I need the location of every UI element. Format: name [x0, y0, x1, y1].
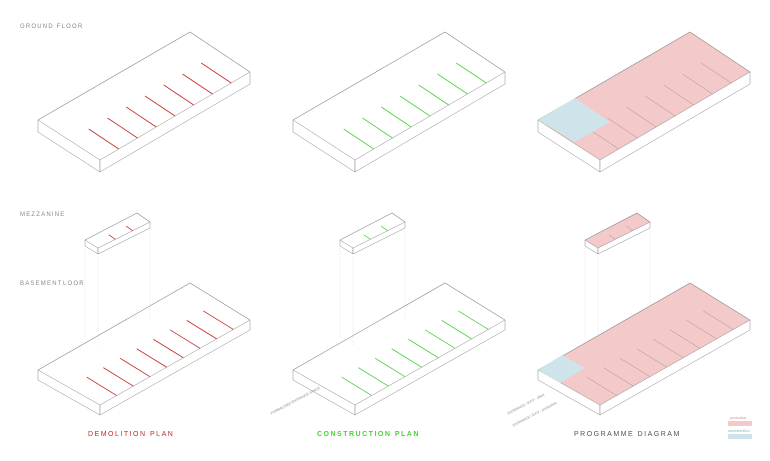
prog-ground-floor-partition: [663, 84, 694, 106]
demo-ground-floor-partition: [88, 128, 119, 150]
cons-basement-partition: [408, 338, 439, 359]
demo-basement-partition: [153, 338, 184, 359]
cons-ground-floor-partition: [456, 62, 487, 84]
cons-ground-floor-partition: [343, 128, 374, 150]
demo-basement-front-wall: [99, 319, 251, 416]
demo-basement-back-walls: [37, 282, 251, 371]
prog-mezzanine-partition: [608, 234, 616, 240]
prog-ground-floor-partition: [626, 106, 657, 128]
demo-mezzanine-left-wall: [84, 239, 99, 255]
demo-ground-floor-back-walls: [37, 31, 251, 121]
cons-mezzanine-left-wall: [339, 239, 354, 255]
cons-ground-floor-front-wall: [354, 71, 506, 173]
prog-admin-basement: [538, 355, 585, 383]
demo-basement-partition: [136, 348, 167, 368]
label-basement-suffix: LOOR: [63, 281, 85, 287]
cons-basement-partition: [358, 367, 389, 387]
demo-basement-partition: [186, 320, 217, 340]
cons-ground-floor-left-wall: [292, 119, 356, 173]
prog-basement-partition: [653, 339, 684, 358]
title-demolition-plan: DEMOLITION PLAN: [88, 431, 175, 438]
demo-mezzanine-partition: [108, 234, 116, 240]
demo-basement-partition: [103, 367, 134, 387]
label-basement: BASEMENT: [20, 281, 63, 287]
prog-basement-partition: [703, 310, 734, 330]
cons-basement-partition: [391, 348, 422, 368]
title-programme-diagram: PROGRAMME DIAGRAM: [574, 431, 681, 438]
demo-ground-floor-partition: [182, 73, 213, 95]
legend-production-label: production: [730, 416, 747, 420]
prog-basement-partition: [636, 348, 667, 368]
demo-ground-floor-partition: [163, 84, 194, 106]
prog-basement-partition: [586, 376, 617, 396]
demo-basement-partition: [203, 310, 234, 330]
demo-mezzanine-back-walls: [84, 212, 151, 241]
cons-mezzanine-back-walls: [339, 212, 406, 241]
cons-ground-floor-partition: [418, 84, 449, 106]
cons-ground-floor-back-walls: [292, 31, 506, 121]
prog-ground-floor-front-wall: [599, 71, 751, 173]
label-mezzanine: MEZZANINE: [20, 212, 66, 218]
cons-mezzanine-partition: [363, 234, 371, 240]
title-construction-plan: CONSTRUCTION PLAN: [317, 431, 420, 438]
legend-administration-swatch: [728, 434, 752, 439]
cons-mezzanine-front-wall: [352, 221, 406, 255]
cons-basement-partition: [441, 320, 472, 340]
demo-basement-left-wall: [37, 369, 101, 416]
label-ground-floor: GROUND FLOOR: [20, 24, 84, 30]
demo-ground-floor-partition: [107, 117, 138, 139]
legend-administration-label: administration: [728, 429, 750, 433]
cons-ground-floor-partition: [437, 73, 468, 95]
cons-basement-partition: [424, 329, 456, 349]
demo-ground-floor-front-wall: [99, 71, 251, 173]
prog-admin-ground: [538, 98, 610, 142]
cons-basement-partition: [458, 310, 489, 330]
prog-ground-floor-partition: [701, 62, 732, 84]
demo-ground-floor-partition: [144, 95, 176, 117]
cons-basement-back-walls: [292, 282, 506, 371]
prog-ground-floor-partition: [682, 73, 713, 95]
demo-mezzanine-front-wall: [97, 221, 151, 255]
demo-mezzanine-partition: [125, 225, 133, 231]
legend-production-swatch: [728, 421, 752, 426]
prog-basement-partition: [603, 367, 634, 387]
prog-mezzanine-floor: [585, 213, 650, 248]
cons-ground-floor-partition: [362, 117, 393, 139]
cons-basement-left-wall: [292, 369, 356, 416]
prog-ground-floor-partition: [644, 95, 676, 117]
prog-basement-floor: [538, 283, 750, 405]
cons-ground-floor-partition: [381, 106, 412, 128]
prog-basement-partition: [619, 357, 651, 377]
prog-mezzanine-back-walls: [584, 212, 651, 241]
prog-ground-floor-back-walls: [537, 31, 751, 121]
demo-ground-floor-partition: [126, 106, 157, 128]
demo-basement-partition: [169, 329, 201, 349]
cons-ground-floor-partition: [399, 95, 431, 117]
demo-ground-floor-partition: [201, 62, 232, 84]
demo-basement-partition: [119, 357, 151, 378]
demo-basement-partition: [86, 376, 117, 396]
prog-basement-partition: [686, 320, 717, 340]
demo-ground-floor-left-wall: [37, 119, 101, 173]
cons-basement-partition: [341, 376, 372, 396]
prog-basement-partition: [669, 329, 701, 349]
cons-mezzanine-partition: [380, 225, 388, 231]
cons-basement-front-wall: [354, 319, 506, 416]
prog-ground-floor-partition: [607, 117, 638, 139]
cons-basement-partition: [374, 357, 406, 378]
prog-ground-floor-partition: [588, 128, 619, 150]
prog-basement-back-walls: [537, 282, 751, 371]
prog-mezzanine-partition: [626, 226, 633, 231]
